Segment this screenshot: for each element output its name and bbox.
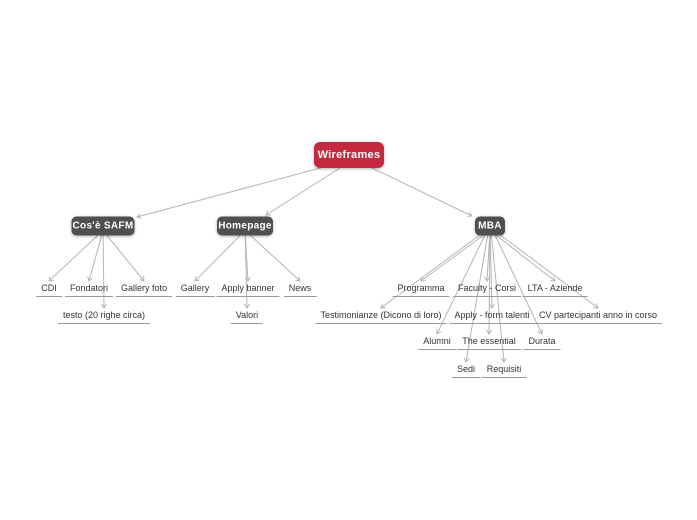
leaf-label: Valori (235, 310, 259, 320)
leaf-label: CDI (41, 283, 57, 293)
edge-homepage-to-gallery (194, 235, 241, 282)
leaf-node-apply-form-talenti[interactable]: Apply - form talenti (449, 310, 535, 324)
leaf-label: Sedi (456, 364, 476, 374)
leaf-node-cv-partecipanti[interactable]: CV partecipanti anno in corso (533, 310, 663, 324)
edge-mba-to-testimonianze (380, 235, 480, 309)
node-label: MBA (478, 220, 502, 232)
leaf-node-programma[interactable]: Programma (392, 283, 450, 297)
edge-mba-to-faculty-corsi (484, 235, 491, 282)
node-homepage[interactable]: Homepage (217, 216, 273, 236)
leaf-label: Testimonianze (Dicono di loro) (320, 310, 442, 320)
edge-wireframes-to-cose-safm (136, 166, 325, 219)
leaf-node-sedi[interactable]: Sedi (451, 364, 481, 378)
leaf-node-requisiti[interactable]: Requisiti (481, 364, 527, 378)
edge-wireframes-to-mba (369, 166, 473, 218)
leaf-label: Alumni (423, 336, 451, 346)
leaf-label: News (288, 283, 312, 293)
leaf-label: Requisiti (486, 364, 522, 374)
leaf-label: LTA - Aziende (527, 283, 583, 293)
leaf-label: CV partecipanti anno in corso (538, 310, 658, 320)
leaf-node-apply-banner[interactable]: Apply banner (216, 283, 280, 297)
leaf-label: Apply - form talenti (454, 310, 530, 320)
leaf-label: The essential (462, 336, 516, 346)
leaf-node-faculty-corsi[interactable]: Faculty - Corsi (452, 283, 522, 297)
edge-cose-safm-to-gallery-foto (106, 235, 145, 282)
edge-cose-safm-to-testo (101, 235, 107, 309)
leaf-label: Gallery foto (120, 283, 168, 293)
leaf-label: Faculty - Corsi (457, 283, 517, 293)
leaf-node-news[interactable]: News (283, 283, 317, 297)
leaf-node-valori[interactable]: Valori (230, 310, 264, 324)
edge-homepage-to-valori (243, 235, 250, 309)
node-label: Cos'è SAFM (72, 220, 134, 232)
edge-mba-to-cv-partecipanti (500, 235, 599, 309)
leaf-node-gallery[interactable]: Gallery (175, 283, 215, 297)
edge-homepage-to-news (250, 235, 301, 282)
leaf-node-gallery-foto[interactable]: Gallery foto (115, 283, 173, 297)
leaf-label: Gallery (180, 283, 210, 293)
leaf-label: testo (20 righe circa) (62, 310, 146, 320)
node-label: Homepage (218, 220, 272, 232)
edge-mba-to-programma (420, 235, 484, 282)
node-mba[interactable]: MBA (475, 216, 505, 236)
leaf-node-alumni[interactable]: Alumni (418, 336, 456, 350)
leaf-label: Apply banner (221, 283, 275, 293)
leaf-node-testimonianze[interactable]: Testimonianze (Dicono di loro) (315, 310, 447, 324)
leaf-label: Fondatori (69, 283, 109, 293)
leaf-node-fondatori[interactable]: Fondatori (64, 283, 114, 297)
edge-wireframes-to-homepage (265, 167, 341, 216)
leaf-label: Programma (397, 283, 445, 293)
leaf-node-testo[interactable]: testo (20 righe circa) (57, 310, 151, 324)
edge-mba-to-apply-form-talenti (488, 235, 495, 309)
leaf-node-cdi[interactable]: CDI (36, 283, 62, 297)
node-wireframes[interactable]: Wireframes (314, 142, 384, 168)
edge-homepage-to-apply-banner (244, 235, 251, 282)
edge-mba-to-lta-aziende (496, 235, 556, 282)
leaf-label: Durata (528, 336, 556, 346)
node-label: Wireframes (317, 149, 381, 161)
edge-cose-safm-to-cdi (48, 235, 98, 282)
node-cose-safm[interactable]: Cos'è SAFM (71, 216, 135, 236)
leaf-node-durata[interactable]: Durata (523, 336, 561, 350)
edge-cose-safm-to-fondatori (87, 235, 103, 282)
leaf-node-the-essential[interactable]: The essential (457, 336, 521, 350)
leaf-node-lta-aziende[interactable]: LTA - Aziende (522, 283, 588, 297)
